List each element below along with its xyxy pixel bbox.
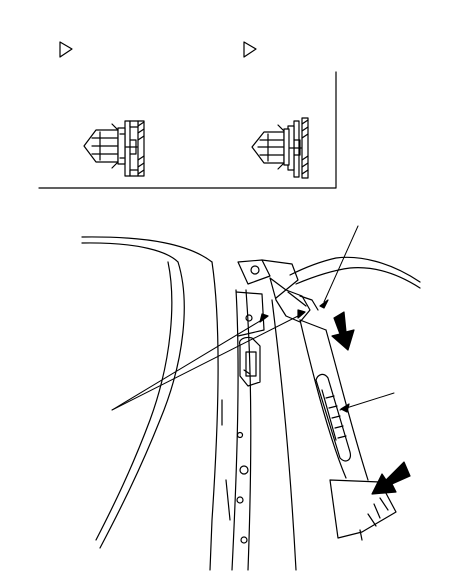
push-clip-icon — [83, 120, 145, 177]
detail-panel — [38, 71, 337, 189]
leader-lines — [111, 225, 395, 411]
push-clip-icon — [251, 117, 309, 179]
leader-arrowhead-icon — [259, 313, 269, 323]
leader-arrowhead-icon — [297, 309, 306, 319]
triangle-marker-icon — [59, 41, 73, 58]
pillar-trim-view — [81, 236, 421, 571]
leader-arrowhead-icon — [340, 403, 350, 413]
leader-arrowhead-icon — [319, 299, 329, 309]
removal-direction-arrow-icon — [331, 311, 355, 351]
removal-direction-arrow-icon — [371, 461, 411, 495]
triangle-marker-icon — [243, 41, 257, 58]
